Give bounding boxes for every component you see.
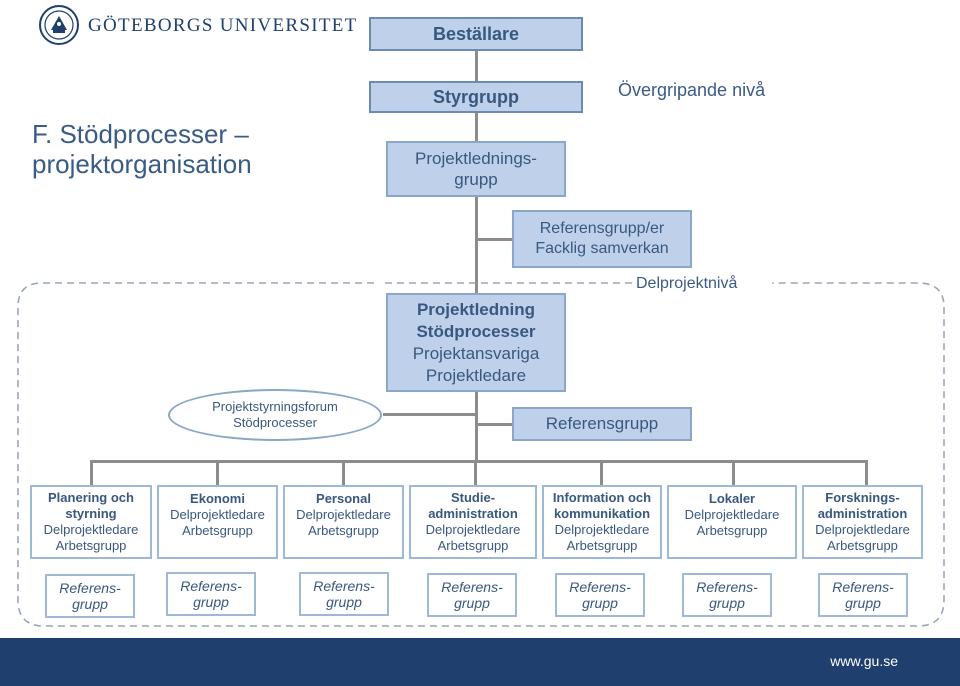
refgroup-line-1: Referens- xyxy=(832,579,894,595)
subproject-box: Lokaler Delprojektledare Arbetsgrupp xyxy=(667,485,797,559)
refgroup-line-2: grupp xyxy=(193,594,229,610)
projektledningsgrupp-line-2: grupp xyxy=(454,170,498,189)
lead-line-4: Projektledare xyxy=(425,365,527,385)
connector-drop-6 xyxy=(732,460,735,485)
connector-drop-7 xyxy=(865,460,868,485)
subproject-title-1: Lokaler xyxy=(708,491,756,506)
referensgrupp-label: Referensgrupp xyxy=(545,414,659,433)
connector-main-vertical xyxy=(475,196,478,294)
connector-drop-2 xyxy=(216,460,219,485)
subproject-role: Delprojektledare xyxy=(684,507,780,522)
subproject-title-2: styrning xyxy=(65,506,117,521)
lead-line-3: Projektansvariga xyxy=(412,343,540,363)
footer-url-link[interactable]: www.gu.se xyxy=(830,653,898,669)
styrgrupp-label: Styrgrupp xyxy=(432,86,519,107)
styrgrupp-box: Styrgrupp xyxy=(369,81,583,113)
refgroup-box: Referens- grupp xyxy=(299,572,389,616)
subproject-title-2: administration xyxy=(817,506,908,521)
refgroup-box: Referens- grupp xyxy=(427,573,517,617)
projektledningsgrupp-box: Projektlednings- grupp xyxy=(386,141,566,197)
connector-drop-5 xyxy=(600,460,603,485)
subproject-level-label: Delprojektnivå xyxy=(632,275,742,293)
subproject-box: Studie- administration Delprojektledare … xyxy=(409,485,537,559)
connector-horizontal-bus xyxy=(90,460,868,463)
referensgrupp-facklig-box: Referensgrupp/er Facklig samverkan xyxy=(512,210,692,268)
subproject-title-2: administration xyxy=(428,506,518,521)
subproject-role: Delprojektledare xyxy=(170,507,265,522)
university-name: GÖTEBORGS UNIVERSITET xyxy=(88,15,358,36)
refgroup-line-2: grupp xyxy=(845,595,881,611)
subproject-role: Delprojektledare xyxy=(43,522,139,537)
subproject-role: Delprojektledare xyxy=(554,522,650,537)
bestallare-box: Beställare xyxy=(369,17,583,51)
refgroup-line-1: Referens- xyxy=(59,580,121,596)
subproject-box: Ekonomi Delprojektledare Arbetsgrupp xyxy=(157,485,278,559)
subproject-title-2: kommunikation xyxy=(553,506,651,521)
connector-forum xyxy=(383,413,475,416)
subproject-title-1: Ekonomi xyxy=(190,491,245,506)
refgroup-line-2: grupp xyxy=(326,594,362,610)
refgroup-box: Referens- grupp xyxy=(682,573,772,617)
bestallare-label: Beställare xyxy=(432,23,520,44)
connector-drop-1 xyxy=(90,460,93,485)
projektstyrningsforum-ellipse: Projektstyrningsforum Stödprocesser xyxy=(168,389,382,441)
subproject-role: Delprojektledare xyxy=(815,522,910,537)
subproject-group: Arbetsgrupp xyxy=(308,523,379,538)
page-title: F. Stödprocesser – projektorganisation xyxy=(32,119,252,179)
refgroup-box: Referens- grupp xyxy=(818,573,908,617)
refgroup-line-2: grupp xyxy=(582,595,618,611)
refgroup-line-1: Referens- xyxy=(569,579,631,595)
title-line-2: projektorganisation xyxy=(32,149,252,179)
connector-ref-top xyxy=(478,238,513,241)
subproject-box: Forsknings- administration Delprojektled… xyxy=(802,485,923,559)
footer-bar: www.gu.se xyxy=(0,638,960,686)
subproject-group: Arbetsgrupp xyxy=(55,538,127,553)
subproject-box: Personal Delprojektledare Arbetsgrupp xyxy=(283,485,404,559)
refgroup-line-1: Referens- xyxy=(180,578,242,594)
forum-line-1: Projektstyrningsforum xyxy=(212,399,338,414)
referensgrupp-facklig-line-1: Referensgrupp/er xyxy=(539,220,665,237)
subproject-group: Arbetsgrupp xyxy=(566,538,638,553)
refgroup-line-2: grupp xyxy=(709,595,745,611)
connector-drop-3 xyxy=(342,460,345,485)
projektledning-stodprocesser-box: Projektledning Stödprocesser Projektansv… xyxy=(386,293,566,392)
subproject-role: Delprojektledare xyxy=(425,522,521,537)
lead-line-2: Stödprocesser xyxy=(416,321,536,341)
university-seal-icon xyxy=(38,4,80,46)
forum-line-2: Stödprocesser xyxy=(233,415,317,430)
refgroup-line-1: Referens- xyxy=(441,579,503,595)
subproject-group: Arbetsgrupp xyxy=(827,538,898,553)
overall-level-label: Övergripande nivå xyxy=(618,80,766,100)
subproject-title-1: Planering och xyxy=(48,490,134,505)
subproject-title-1: Studie- xyxy=(450,490,496,505)
refgroup-line-1: Referens- xyxy=(313,578,375,594)
connector-top-vertical xyxy=(475,50,478,82)
connector-lead-down xyxy=(475,391,478,461)
connector-styr-projekt xyxy=(475,112,478,142)
refgroup-box: Referens- grupp xyxy=(45,574,135,618)
subproject-title-1: Forsknings- xyxy=(825,490,900,505)
referensgrupp-facklig-line-2: Facklig samverkan xyxy=(535,240,669,257)
referensgrupp-box: Referensgrupp xyxy=(512,407,692,441)
connector-drop-4 xyxy=(474,460,477,485)
subproject-group: Arbetsgrupp xyxy=(696,523,768,538)
subproject-role: Delprojektledare xyxy=(296,507,391,522)
subproject-box: Information och kommunikation Delprojekt… xyxy=(542,485,662,559)
refgroup-line-2: grupp xyxy=(72,596,108,612)
projektledningsgrupp-line-1: Projektlednings- xyxy=(415,149,537,168)
subproject-box: Planering och styrning Delprojektledare … xyxy=(30,485,152,559)
refgroup-box: Referens- grupp xyxy=(555,573,645,617)
subproject-group: Arbetsgrupp xyxy=(182,523,253,538)
lead-line-1: Projektledning xyxy=(416,299,536,319)
title-line-1: F. Stödprocesser – xyxy=(32,119,249,149)
subproject-title-1: Information och xyxy=(552,490,652,505)
refgroup-box: Referens- grupp xyxy=(166,572,256,616)
subproject-group: Arbetsgrupp xyxy=(437,538,509,553)
refgroup-line-1: Referens- xyxy=(696,579,758,595)
subproject-title-1: Personal xyxy=(316,491,371,506)
refgroup-line-2: grupp xyxy=(454,595,490,611)
connector-ref-mid xyxy=(478,423,512,426)
